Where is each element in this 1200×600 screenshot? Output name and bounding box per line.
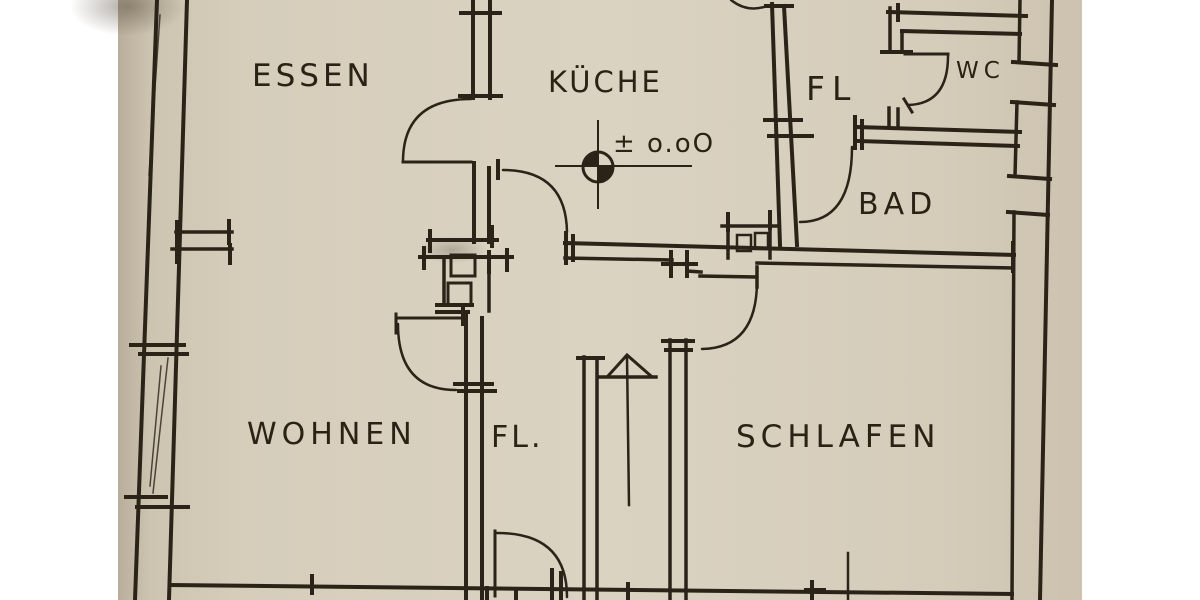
wohnen-fl-wall-lines	[464, 310, 484, 600]
room-label-fl-bottom: FL.	[491, 420, 544, 455]
wohnen-door-arc	[396, 322, 458, 392]
wc-bad-divider	[854, 124, 1023, 149]
benchmark-axis-lines	[555, 120, 692, 209]
divider-upper-line	[562, 240, 1017, 258]
stair-shaft	[576, 338, 695, 600]
left-wall-window-ticks	[124, 219, 232, 509]
kueche-fl-wall	[763, 1, 864, 248]
room-label-fl-top: FL	[806, 69, 857, 108]
divider-flue-ticks	[726, 210, 772, 232]
shaft-bars	[576, 339, 695, 360]
flue-bars	[418, 238, 514, 314]
right-wall-outer	[1037, 0, 1055, 600]
kueche-flue-block	[418, 225, 514, 326]
right-wall-inner-segments	[1010, 0, 1022, 600]
room-label-bad: BAD	[858, 187, 937, 222]
right-exterior-wall	[1005, 0, 1059, 600]
room-label-schlafen: SCHLAFEN	[736, 419, 940, 455]
wc-top-wall	[885, 9, 1029, 37]
essen-kueche-wall-ticks	[458, 11, 503, 180]
wc-wall-stub	[888, 6, 904, 54]
entrance-door-arc	[729, 0, 766, 10]
essen-kueche-wall-lines	[471, 0, 492, 244]
divider-lower-lines	[563, 256, 1015, 274]
room-label-kueche: KÜCHE	[548, 65, 663, 99]
kueche-fl-wall-bars	[763, 4, 814, 138]
bottom-door-arc	[495, 531, 569, 599]
elevation-benchmark-icon	[555, 120, 692, 209]
up-arrow-stem	[625, 355, 631, 507]
left-wall-stub	[170, 230, 234, 251]
wc-door-leaf-tick	[901, 96, 915, 115]
wohnen-fl-wall	[394, 310, 569, 600]
main-divider-wall	[562, 231, 1017, 351]
wc-bad-divider-ticks	[887, 106, 900, 129]
wohnen-door-leaf	[394, 312, 465, 335]
flue-squares	[446, 253, 477, 307]
left-exterior-wall	[124, 0, 234, 600]
divider-ticks	[564, 231, 1015, 278]
bad-door-arc	[798, 145, 854, 224]
room-label-wc: WC	[956, 58, 1005, 84]
kueche-fl-wall-lines	[769, 1, 800, 248]
plan-linework	[124, 0, 1059, 600]
elevation-label: ± o.oO	[613, 129, 715, 159]
room-label-essen: ESSEN	[252, 58, 374, 94]
wc-stub-bars	[880, 3, 913, 54]
up-arrow-icon	[605, 352, 654, 379]
wohnen-fl-wall-ticks	[453, 382, 497, 393]
essen-door-arc	[401, 97, 473, 162]
wc-door-arc	[906, 54, 950, 107]
divider-flue-block	[720, 210, 778, 260]
kueche-door-arc	[501, 168, 569, 234]
wc-room-walls	[854, 3, 1029, 149]
schlafen-door-arc	[700, 279, 759, 351]
room-label-wohnen: WOHNEN	[247, 417, 417, 452]
flue-ticks	[422, 225, 509, 326]
shaft-walls	[582, 338, 688, 600]
bottom-exterior-wall	[167, 551, 1015, 600]
right-wall-window-ticks	[1005, 59, 1059, 218]
room-labels: ESSEN KÜCHE FL WC BAD WOHNEN FL. SCHLAFE…	[247, 58, 1005, 455]
left-wall-redraw-thin	[148, 14, 169, 494]
paper-sheet	[118, 0, 1082, 600]
left-wall-lines	[132, 0, 190, 600]
essen-kueche-wall	[401, 0, 569, 244]
bottom-wall-ticks	[310, 568, 826, 600]
divider-flue-squares	[735, 231, 770, 253]
